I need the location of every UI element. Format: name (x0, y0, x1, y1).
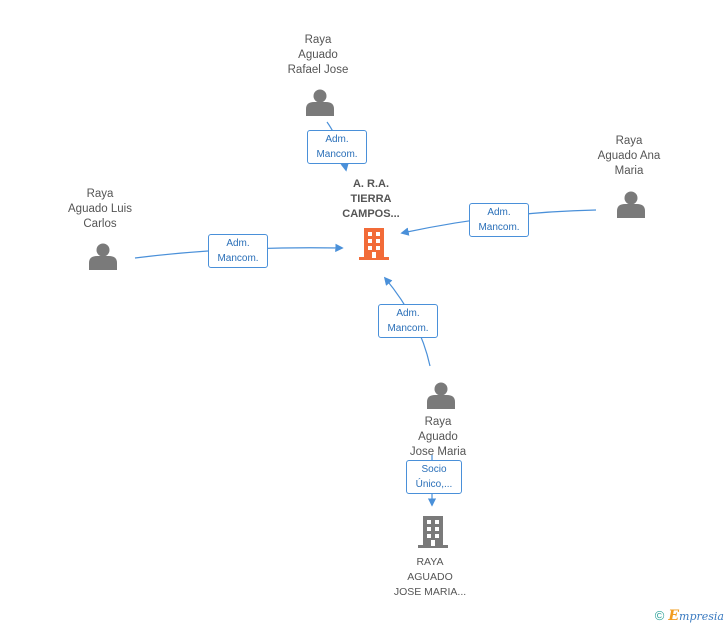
person-name-bottom[interactable]: Raya Aguado Jose Maria (409, 416, 467, 458)
brand-footer: ©Empresia (655, 608, 724, 624)
copyright-icon: © (654, 608, 665, 623)
company-name-bottom[interactable]: RAYA AGUADO JOSE MARIA... (393, 556, 467, 598)
edge-label-top: Adm. Mancom. (307, 130, 367, 164)
person-name-right[interactable]: Raya Aguado Ana Maria (597, 135, 661, 177)
person-name-left[interactable]: Raya Aguado Luis Carlos (68, 188, 132, 230)
edge-label-bottom: Adm. Mancom. (378, 304, 438, 338)
edge-label-right: Adm. Mancom. (469, 203, 529, 237)
edge-label-socio: Socio Único,... (406, 460, 462, 494)
brand-logo: Empresia (668, 608, 724, 624)
edge-label-left: Adm. Mancom. (208, 234, 268, 268)
company-name-center[interactable]: A. R.A. TIERRA CAMPOS... (342, 178, 400, 220)
company-icon-center[interactable] (359, 228, 389, 260)
company-icon-bottom[interactable] (418, 516, 448, 548)
person-icon-right[interactable] (617, 191, 645, 219)
person-icon-bottom[interactable] (427, 382, 455, 410)
person-name-top[interactable]: Raya Aguado Rafael Jose (287, 34, 349, 76)
person-icon-left[interactable] (89, 243, 117, 271)
person-icon-top[interactable] (306, 89, 334, 117)
